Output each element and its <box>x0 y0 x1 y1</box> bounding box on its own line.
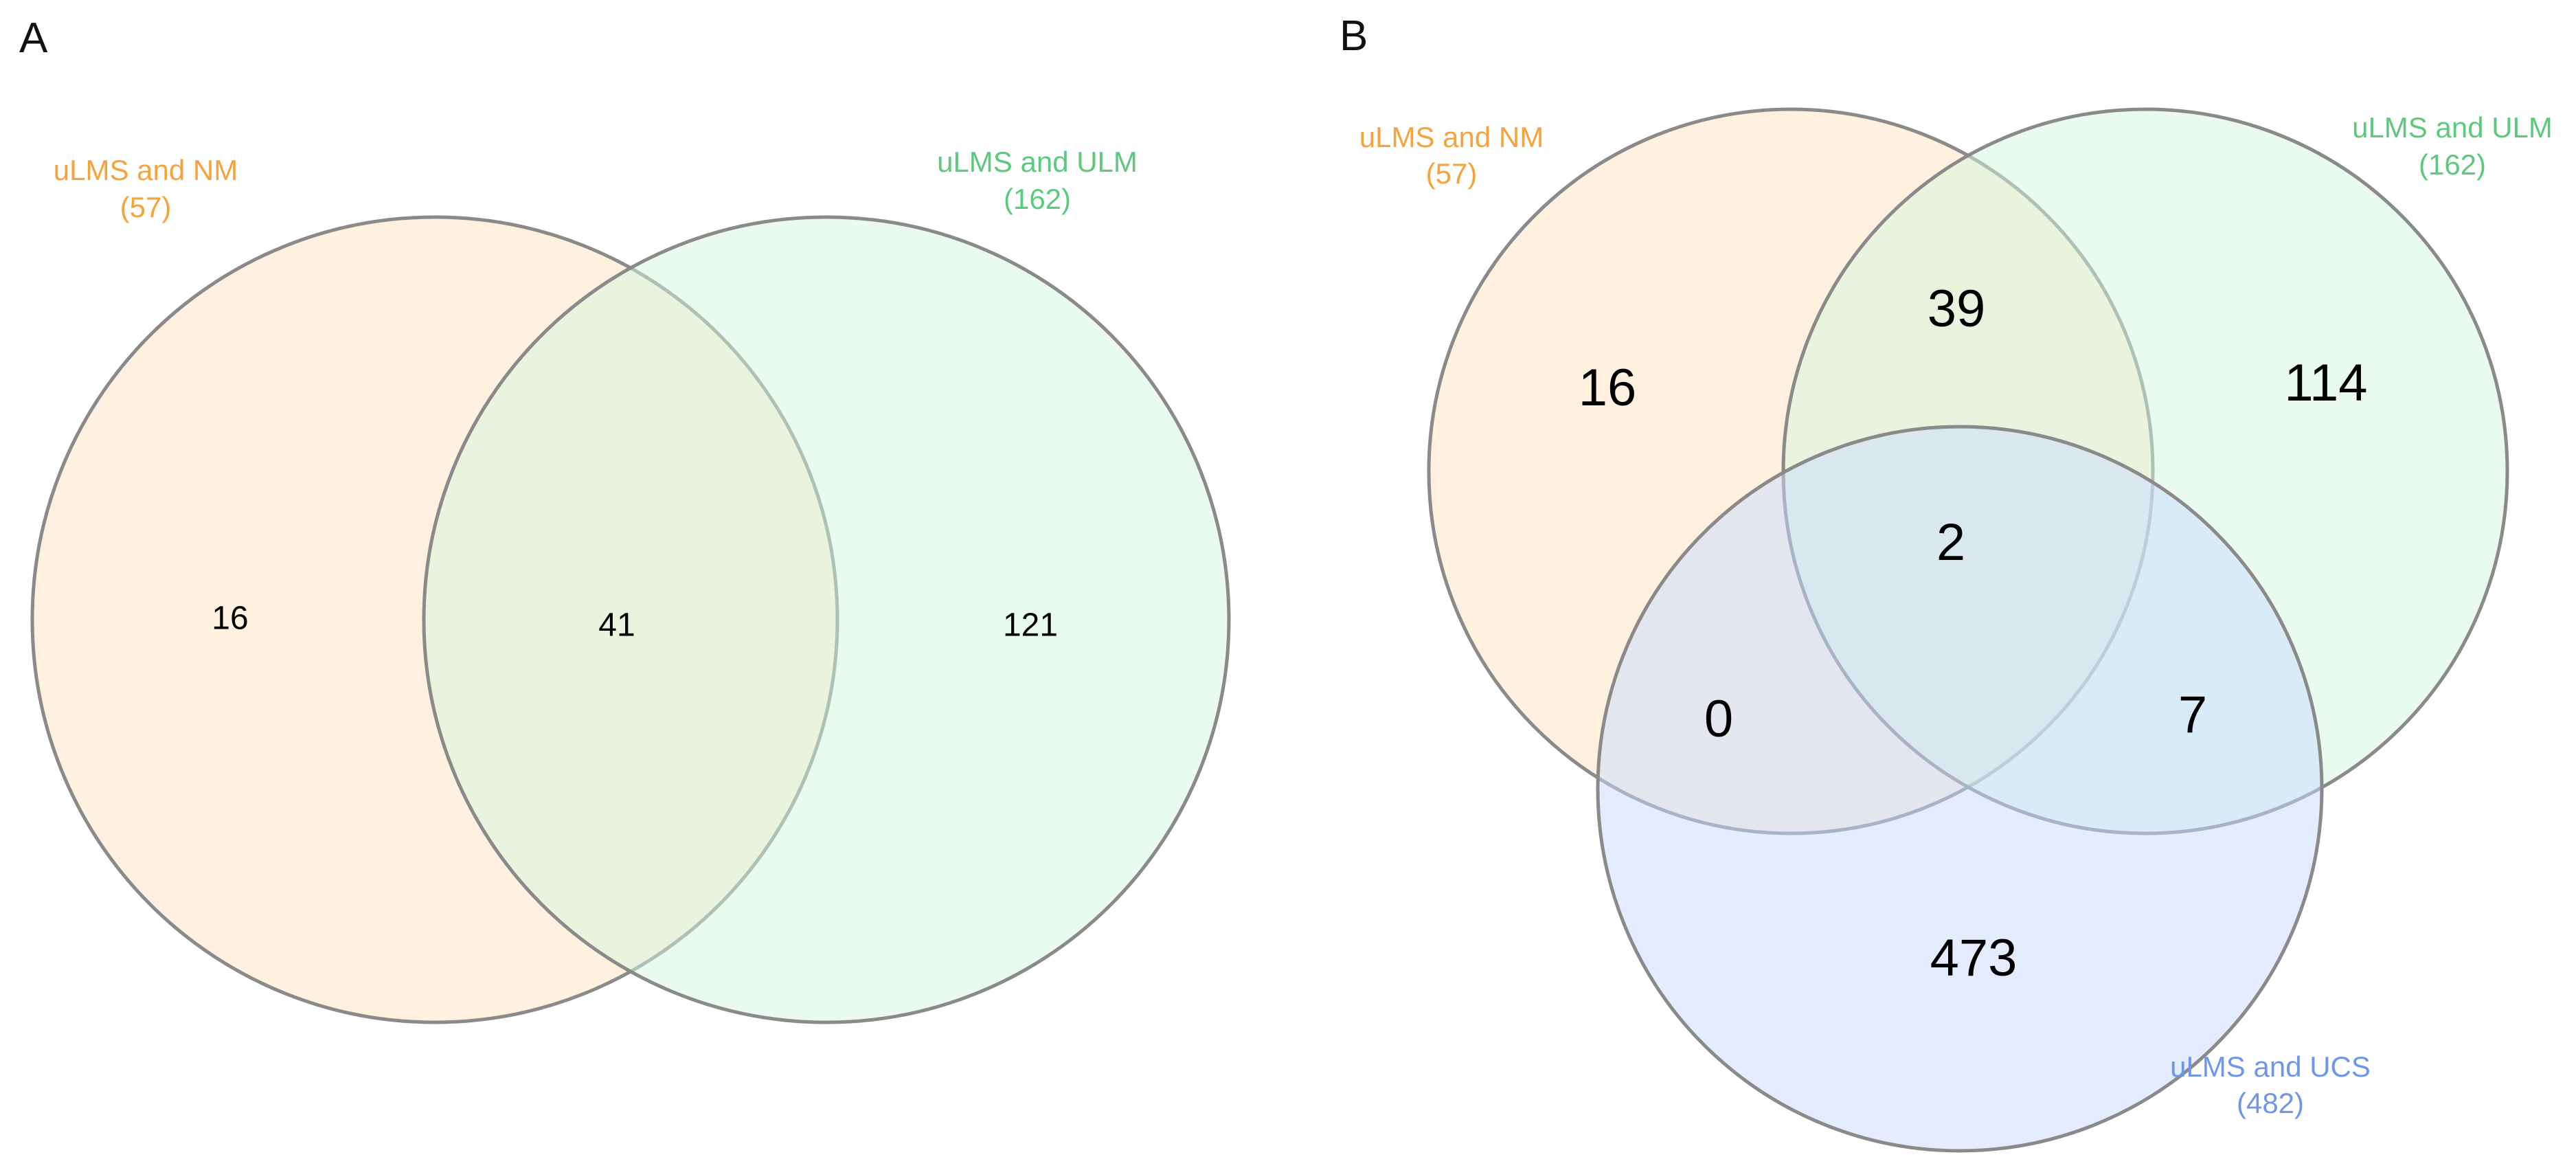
panel-b-region-all-three: 2 <box>1936 513 1965 572</box>
panel-b-region-ulm-ucs: 7 <box>2178 686 2207 744</box>
panel-b-label-ulm-count: (162) <box>2419 148 2486 181</box>
panel-a: A uLMS and NM (57) uLMS and ULM (162) 16… <box>19 14 1231 1024</box>
panel-a-region-ulm-only: 121 <box>1003 607 1058 644</box>
panel-b-circle-ucs <box>1596 425 2324 1153</box>
panel-b-label-nm-name: uLMS and NM <box>1359 121 1544 153</box>
panel-b-label-ulm-name: uLMS and ULM <box>2352 111 2553 144</box>
panel-a-letter: A <box>19 14 48 62</box>
panel-b-label-nm-count: (57) <box>1426 157 1478 190</box>
panel-a-region-nm-ulm: 41 <box>598 607 635 644</box>
panel-b-region-ulm-only: 114 <box>2284 354 2367 412</box>
panel-a-label-ulm-name: uLMS and ULM <box>937 146 1138 178</box>
panel-b-region-nm-only: 16 <box>1579 359 1637 417</box>
panel-b: B uLMS and NM (57) uLMS and ULM (162) uL… <box>1340 12 2553 1153</box>
panel-a-label-nm-count: (57) <box>120 191 172 223</box>
panel-a-circle-ulm <box>422 215 1231 1024</box>
panel-b-letter: B <box>1340 12 1368 60</box>
panel-b-region-ucs-only: 473 <box>1930 929 2018 987</box>
panel-b-region-nm-ucs: 0 <box>1704 690 1733 748</box>
panel-b-label-ucs-count: (482) <box>2237 1087 2304 1119</box>
panel-a-label-nm-name: uLMS and NM <box>54 154 238 186</box>
panel-b-region-nm-ulm: 39 <box>1928 280 1986 338</box>
panel-a-region-nm-only: 16 <box>212 600 248 637</box>
panel-a-label-ulm-count: (162) <box>1004 183 1071 215</box>
panel-b-label-ucs-name: uLMS and UCS <box>2170 1051 2371 1083</box>
